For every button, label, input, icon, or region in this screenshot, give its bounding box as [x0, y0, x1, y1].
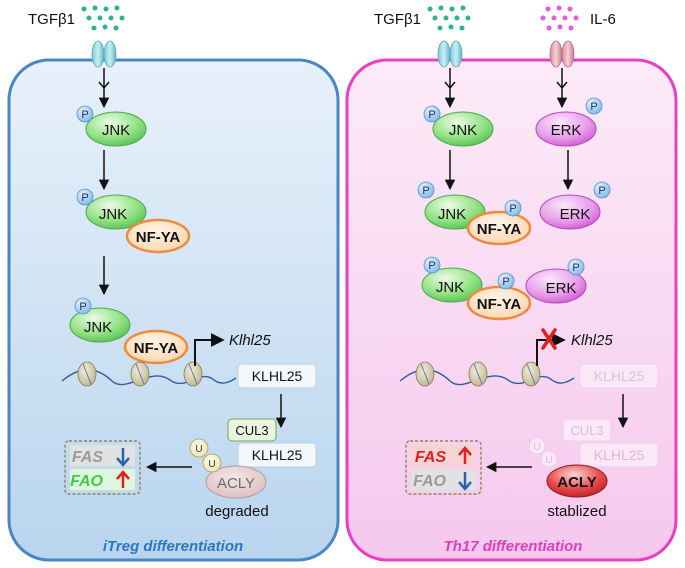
erk-complex-1: ERK P: [535, 97, 603, 147]
tgfb-receptor-right: [437, 40, 463, 68]
svg-text:JNK: JNK: [438, 206, 466, 223]
receptor-to-jnk-arrow-right: [444, 68, 456, 109]
klhl25-protein-right-faded: KLHL25: [579, 363, 659, 389]
jnk-nfya-erk-complex-2: ERK P JNK P NF-YA P: [421, 256, 587, 321]
th17-panel-title: Th17 differentiation: [444, 538, 583, 555]
transcription-start-arrow-left: [194, 333, 225, 366]
svg-text:P: P: [572, 262, 579, 274]
svg-text:U: U: [533, 442, 540, 453]
svg-text:KLHL25: KLHL25: [252, 447, 303, 463]
il6-receptor: [549, 40, 575, 68]
up-arrow-icon: [116, 470, 130, 488]
acly-degraded-label: degraded: [205, 503, 268, 520]
il6-ligand-dots: [540, 5, 579, 31]
acly-stabilized-label: stablized: [547, 503, 606, 520]
svg-text:NF-YA: NF-YA: [477, 221, 522, 238]
il6-label: IL-6: [590, 11, 616, 28]
svg-text:P: P: [598, 185, 605, 197]
svg-text:P: P: [502, 276, 509, 288]
nfya-label: NF-YA: [134, 340, 179, 357]
cul3-klhl25-acly-complex-left: CUL3 KLHL25 ACLY U U: [189, 418, 317, 499]
svg-text:ACLY: ACLY: [557, 474, 596, 491]
klhl25-protein-left: KLHL25: [237, 363, 317, 389]
erk-label: ERK: [551, 122, 582, 139]
svg-text:U: U: [545, 455, 552, 466]
receptor-to-erk-arrow: [556, 68, 568, 109]
svg-text:KLHL25: KLHL25: [594, 447, 645, 463]
phospho-label: P: [590, 101, 597, 113]
svg-text:P: P: [428, 260, 435, 272]
tgfb1-label-right: TGFβ1: [374, 11, 421, 28]
jnk-nfya-erk-complex-1: ERK P JNK P NF-YA P: [417, 181, 611, 246]
transcription-start-arrow-right: [536, 333, 566, 366]
down-arrow-icon: [116, 448, 130, 467]
phospho-label: P: [81, 192, 88, 204]
jnk-nfya-promoter-complex-left: JNK P NF-YA: [69, 297, 189, 365]
itreg-panel-title: iTreg differentiation: [103, 538, 243, 555]
fas-fao-box-left: FAS FAO: [64, 440, 141, 495]
svg-text:JNK: JNK: [436, 279, 464, 296]
nfya-label: NF-YA: [136, 229, 181, 246]
jnk-nfya-complex-left-1: JNK P NF-YA: [76, 188, 191, 254]
svg-text:ERK: ERK: [560, 206, 591, 223]
svg-text:P: P: [422, 185, 429, 197]
svg-text:CUL3: CUL3: [235, 423, 268, 438]
blocked-x-icon: [541, 328, 557, 350]
svg-text:CUL3: CUL3: [570, 423, 603, 438]
svg-text:KLHL25: KLHL25: [252, 368, 303, 384]
klhl25-gene-label-left: Klhl25: [229, 332, 271, 349]
phospho-label: P: [81, 109, 88, 121]
up-arrow-icon: [458, 446, 472, 464]
svg-text:U: U: [208, 459, 215, 470]
itreg-panel: [7, 58, 340, 562]
svg-text:KLHL25: KLHL25: [594, 368, 645, 384]
dna-nucleosomes-left: [61, 361, 237, 387]
phospho-label: P: [428, 109, 435, 121]
receptor-to-jnk-arrow-left: [98, 68, 110, 109]
down-arrow-icon: [458, 472, 472, 491]
fas-label-right: FAS: [415, 449, 446, 466]
jnk-complex-right-1: JNK P: [423, 105, 494, 147]
jnk-label: JNK: [84, 319, 112, 336]
tgfb1-ligand-dots-right: [427, 5, 471, 31]
tgfb1-label-left: TGFβ1: [28, 11, 75, 28]
acly-stabilized: ACLY: [546, 464, 608, 498]
fas-label-left: FAS: [72, 449, 103, 466]
cul3-klhl25-faded-right: CUL3 KLHL25 U U: [528, 418, 659, 468]
svg-text:P: P: [509, 203, 516, 215]
svg-text:ACLY: ACLY: [217, 475, 255, 492]
phospho-label: P: [79, 301, 86, 313]
jnk-label: JNK: [99, 206, 127, 223]
svg-text:U: U: [195, 444, 202, 455]
fao-label-left: FAO: [70, 473, 103, 490]
jnk-label: JNK: [449, 122, 477, 139]
dna-nucleosomes-right: [399, 361, 575, 387]
tgfb-receptor-left: [91, 40, 117, 68]
fao-label-right: FAO: [413, 473, 446, 490]
jnk-complex-left-1: JNK P: [76, 105, 147, 147]
tgfb1-ligand-dots-left: [81, 5, 125, 31]
svg-text:NF-YA: NF-YA: [477, 296, 522, 313]
klhl25-gene-label-right: Klhl25: [571, 332, 613, 349]
svg-text:ERK: ERK: [546, 280, 577, 297]
jnk-label: JNK: [102, 122, 130, 139]
